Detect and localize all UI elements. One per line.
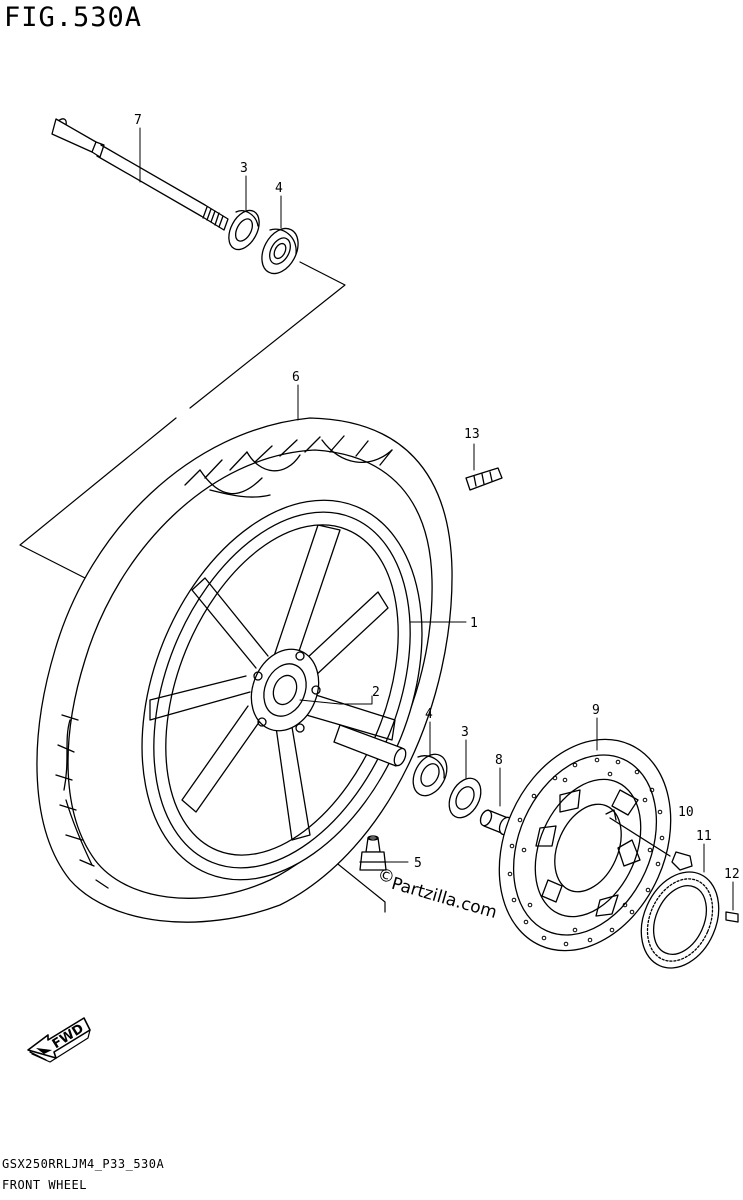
callout-7: 7 — [134, 113, 142, 183]
svg-text:11: 11 — [696, 829, 712, 844]
callout-4-upper: 4 — [275, 181, 283, 229]
svg-text:8: 8 — [495, 753, 503, 768]
balancer-weight-part — [465, 467, 503, 491]
svg-text:FWD: FWD — [50, 1021, 87, 1052]
svg-text:1: 1 — [470, 616, 478, 631]
callout-13: 13 — [464, 427, 480, 471]
footer-model-code: GSX250RRLJM4_P33_530A — [2, 1157, 165, 1171]
svg-text:3: 3 — [461, 725, 469, 740]
oil-seal-upper — [228, 209, 260, 251]
sensor-rotor-part — [640, 871, 720, 969]
spacer-part — [333, 724, 407, 767]
footer-section-name: FRONT WHEEL — [2, 1178, 87, 1192]
axle-part — [51, 118, 229, 231]
svg-text:9: 9 — [592, 703, 600, 718]
disc-drill-holes — [507, 757, 665, 947]
svg-text:©: © — [375, 865, 397, 889]
oil-seal-lower — [448, 777, 482, 819]
svg-text:10: 10 — [678, 805, 694, 820]
bearing-upper — [261, 227, 299, 275]
brake-disc-part — [498, 738, 672, 952]
callout-11: 11 — [696, 829, 712, 873]
callout-2: 2 — [299, 685, 380, 705]
callout-1: 1 — [409, 616, 478, 631]
callout-4-lower: 4 — [425, 707, 433, 757]
callout-10: 10 — [678, 805, 694, 820]
svg-text:4: 4 — [425, 707, 433, 722]
forward-arrow-icon: FWD — [27, 1017, 91, 1063]
svg-text:4: 4 — [275, 181, 283, 196]
svg-text:13: 13 — [464, 427, 480, 442]
callout-6: 6 — [292, 370, 300, 421]
callout-8: 8 — [495, 753, 503, 807]
callout-9: 9 — [592, 703, 600, 751]
svg-text:6: 6 — [292, 370, 300, 385]
bearing-lower — [412, 753, 448, 797]
disc-bolt-part — [605, 809, 693, 871]
svg-text:7: 7 — [134, 113, 142, 128]
figure-title: FIG.530A — [4, 2, 143, 33]
svg-text:3: 3 — [240, 161, 248, 176]
rotor-screw-part — [725, 911, 739, 923]
svg-text:12: 12 — [724, 867, 740, 882]
wheel-rim-part — [141, 499, 423, 881]
callout-3-upper: 3 — [240, 161, 248, 211]
valve-part — [359, 835, 387, 871]
watermark: © Partzilla.com — [375, 865, 499, 923]
svg-text:2: 2 — [372, 685, 380, 700]
callout-5: 5 — [385, 856, 422, 871]
callout-12: 12 — [724, 867, 740, 911]
svg-text:Partzilla.com: Partzilla.com — [389, 874, 499, 923]
callout-3-lower: 3 — [461, 725, 469, 779]
svg-text:5: 5 — [414, 856, 422, 871]
